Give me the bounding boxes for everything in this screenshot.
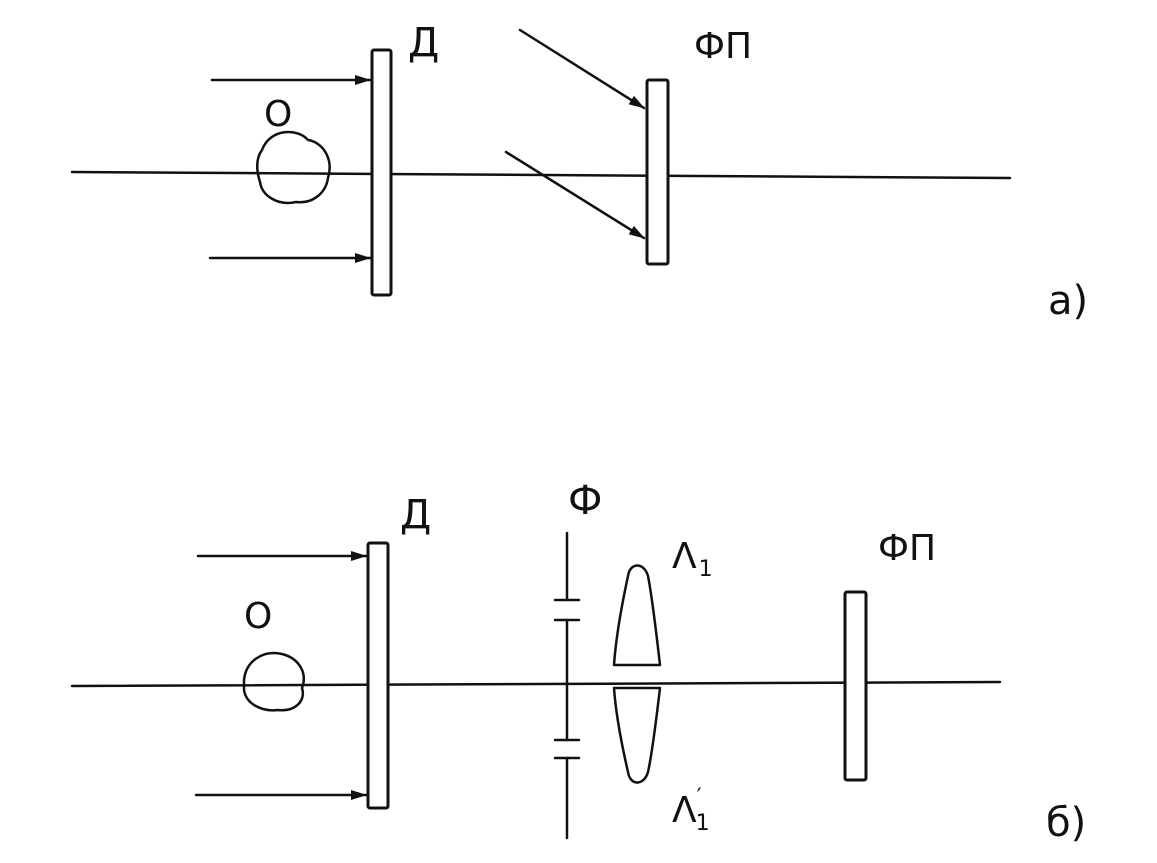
filter-label: Ф [568,478,602,524]
filter-element [553,531,581,840]
photo-plate-a [645,78,670,266]
diffuser-plate-a [370,48,393,297]
object-shape-a [256,130,331,205]
object-shape-b [242,651,305,712]
object-label-a: О [264,94,292,135]
panel-label-a: а) [1048,278,1088,324]
photo-plate-label-a: ФП [694,26,752,67]
panel-label-b: б) [1046,800,1086,846]
half-lens-lower [612,686,662,784]
panel-b: О Д Ф Λ1 Λ′1 ФП б) [70,478,1086,846]
object-label-b: О [244,596,272,637]
photo-plate-b [843,590,868,782]
reference-ray-top-a [518,28,646,110]
diffuser-label-a: Д [408,20,439,66]
photo-plate-label-b: ФП [878,528,936,569]
lens-upper-label: Λ1 [672,536,713,582]
reference-ray-bottom-a [504,150,646,240]
diffuser-label-b: Д [400,492,431,538]
half-lens-upper [612,564,662,667]
diffuser-plate-b [366,541,390,810]
panel-a: О Д ФП а) [70,20,1088,324]
lens-lower-label: Λ′1 [672,785,710,836]
